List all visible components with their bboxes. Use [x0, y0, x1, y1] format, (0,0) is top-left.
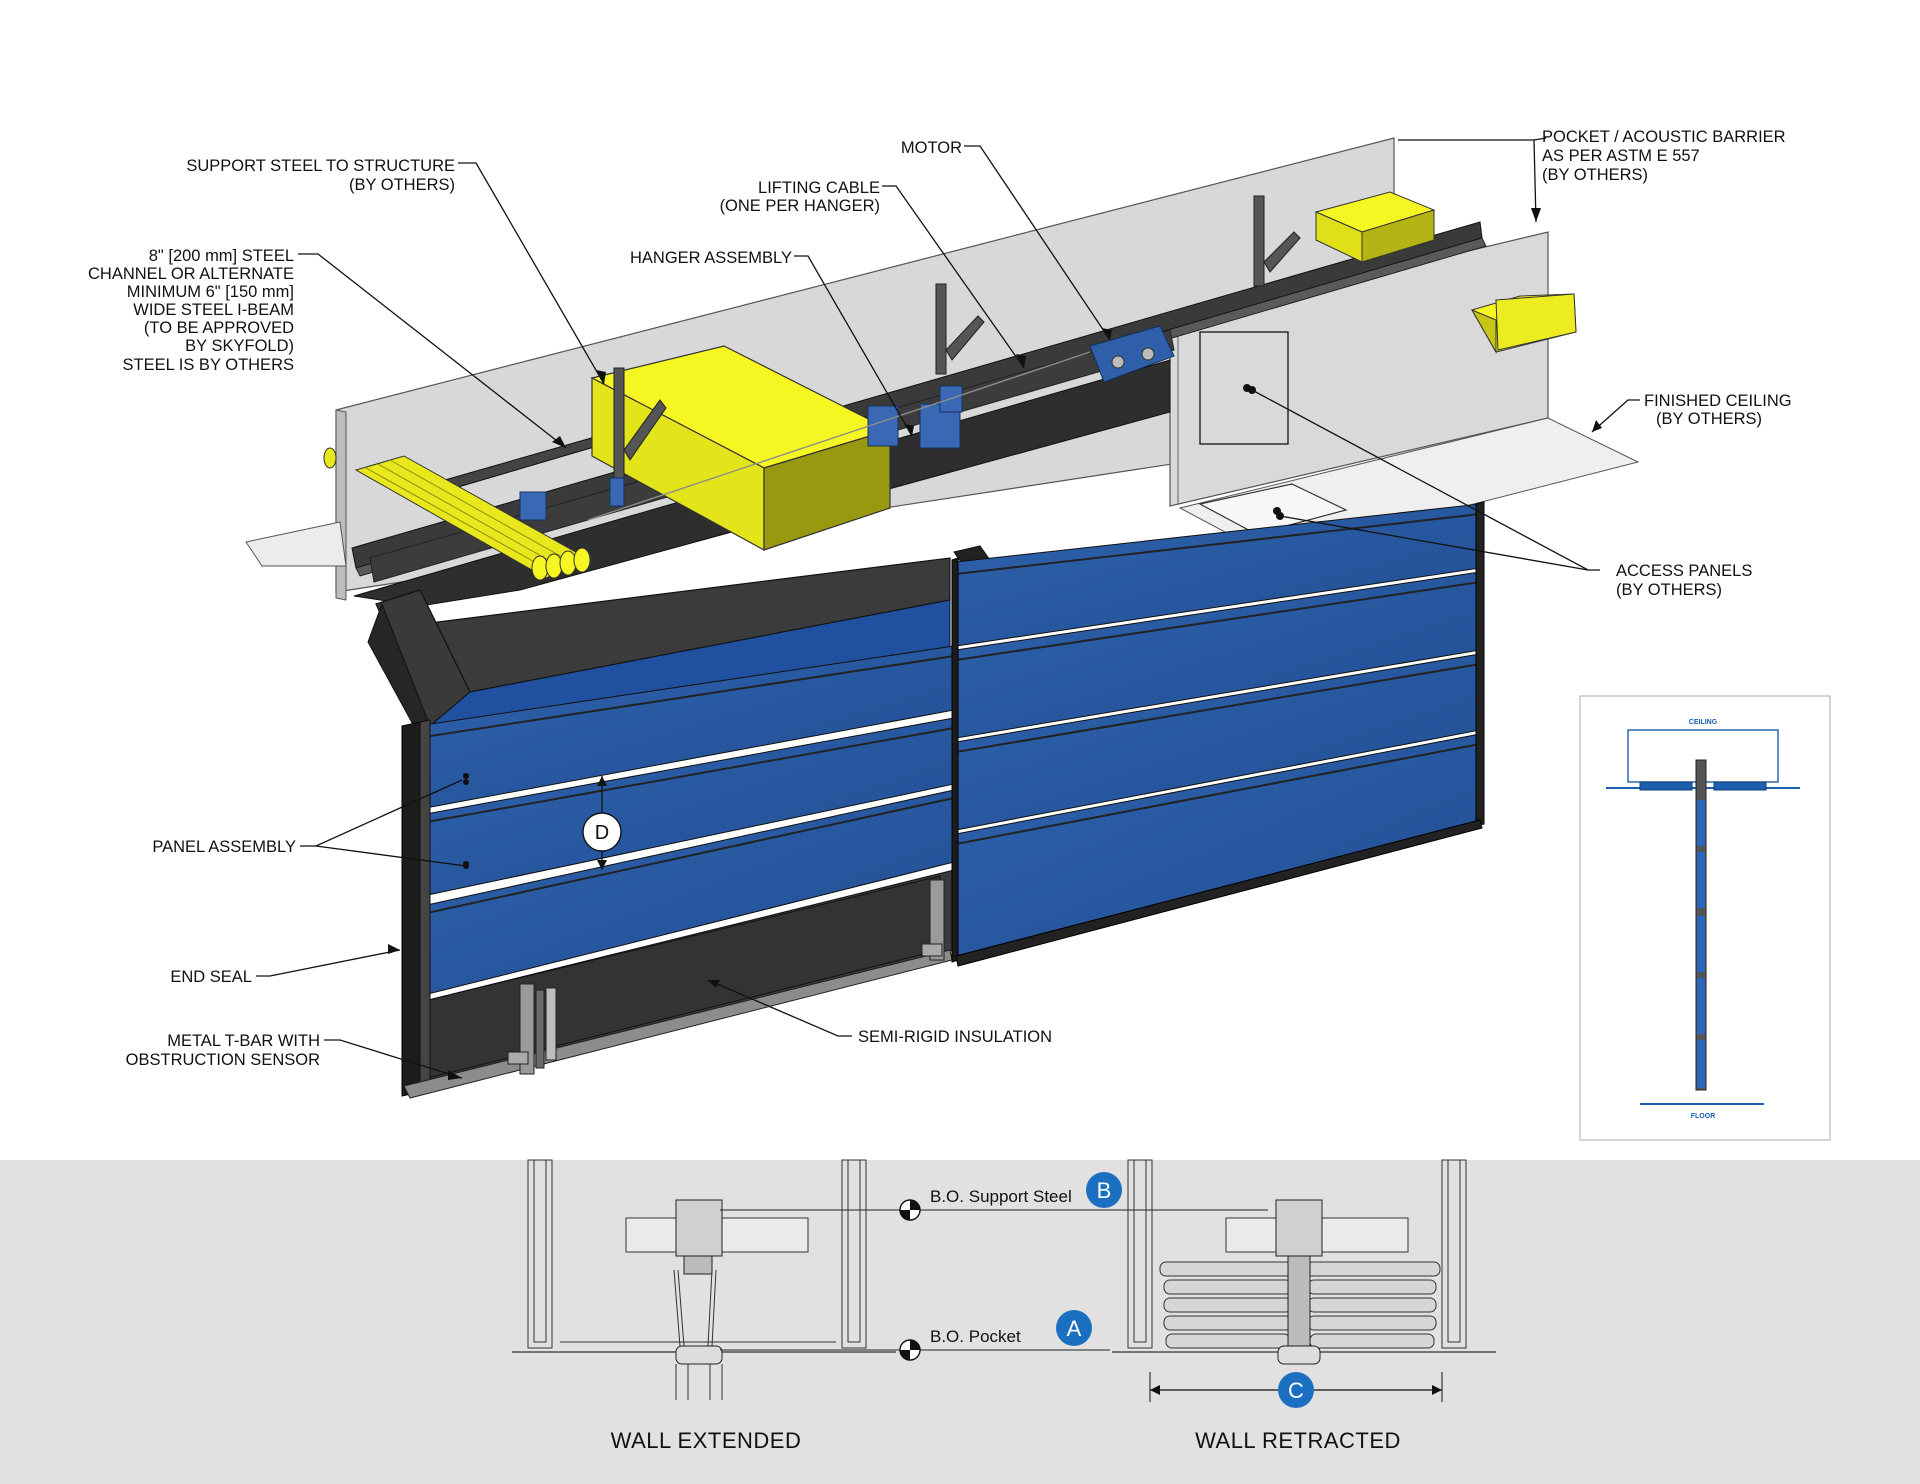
svg-text:CHANNEL OR ALTERNATE: CHANNEL OR ALTERNATE — [88, 265, 294, 283]
level-markers: B.O. Support Steel B.O. Pocket — [720, 1187, 1268, 1361]
callout-insulation: SEMI-RIGID INSULATION — [858, 1028, 1052, 1046]
yellow-duct-large — [590, 345, 892, 552]
callout-end-seal: END SEAL — [170, 968, 252, 986]
svg-text:SUPPORT STEEL TO STRUCTURE: SUPPORT STEEL TO STRUCTURE — [186, 157, 455, 175]
svg-text:ACCESS PANELS: ACCESS PANELS — [1616, 562, 1752, 580]
yellow-pipes — [323, 447, 592, 581]
svg-text:BY SKYFOLD): BY SKYFOLD) — [185, 337, 294, 355]
section-band — [0, 1160, 1920, 1484]
callout-lifting-cable: LIFTING CABLE (ONE PER HANGER) — [720, 179, 880, 215]
svg-text:(ONE PER HANGER): (ONE PER HANGER) — [720, 197, 880, 215]
access-panel-wall — [1199, 331, 1289, 445]
svg-text:(BY OTHERS): (BY OTHERS) — [1542, 166, 1648, 184]
mini-floor-label: FLOOR — [1691, 1113, 1716, 1120]
support-steel-level-icon — [899, 1199, 921, 1221]
caption-wall-retracted: WALL RETRACTED — [1195, 1428, 1401, 1453]
ceiling-slab-left — [245, 521, 347, 567]
badge-c: C — [1278, 1372, 1314, 1408]
lifting-cable-line — [587, 351, 1091, 521]
svg-text:SEMI-RIGID INSULATION: SEMI-RIGID INSULATION — [858, 1028, 1052, 1046]
badge-a: A — [1056, 1310, 1092, 1346]
dimension-d-label: D — [595, 822, 609, 844]
pocket-level-label: B.O. Pocket — [930, 1327, 1021, 1346]
svg-text:(BY OTHERS): (BY OTHERS) — [349, 176, 455, 194]
right-panel-wall — [951, 501, 1485, 967]
mini-ceiling-label: CEILING — [1689, 719, 1718, 726]
callout-hanger-assembly: HANGER ASSEMBLY — [630, 249, 792, 267]
svg-text:A: A — [1067, 1316, 1082, 1341]
hanger-assembly-blue — [519, 385, 963, 521]
svg-text:MINIMUM 6" [150 mm]: MINIMUM 6" [150 mm] — [127, 283, 294, 301]
callout-pocket-barrier: POCKET / ACOUSTIC BARRIER AS PER ASTM E … — [1542, 128, 1786, 184]
svg-text:END SEAL: END SEAL — [170, 968, 252, 986]
svg-text:HANGER ASSEMBLY: HANGER ASSEMBLY — [630, 249, 792, 267]
leader-lines — [256, 137, 1640, 1080]
callout-motor: MOTOR — [901, 139, 962, 157]
svg-text:(TO BE APPROVED: (TO BE APPROVED — [144, 319, 294, 337]
callout-steel-channel: 8" [200 mm] STEEL CHANNEL OR ALTERNATE M… — [88, 247, 294, 374]
badge-b: B — [1086, 1172, 1122, 1208]
callout-panel-assembly: PANEL ASSEMBLY — [152, 838, 296, 856]
svg-text:METAL T-BAR WITH: METAL T-BAR WITH — [167, 1032, 320, 1050]
support-steel-posts — [613, 195, 1301, 489]
svg-text:8" [200 mm] STEEL: 8" [200 mm] STEEL — [149, 247, 294, 265]
svg-text:STEEL IS BY OTHERS: STEEL IS BY OTHERS — [123, 356, 294, 374]
t-bar — [403, 879, 953, 1099]
yellow-duct-back — [1314, 191, 1436, 263]
callout-finished-ceiling: FINISHED CEILING (BY OTHERS) — [1644, 392, 1792, 428]
folded-top-panel — [367, 557, 951, 731]
callout-access-panels: ACCESS PANELS (BY OTHERS) — [1616, 562, 1752, 599]
section-wall-retracted — [1112, 1159, 1496, 1402]
svg-text:C: C — [1288, 1378, 1304, 1403]
support-steel-level-label: B.O. Support Steel — [930, 1187, 1072, 1206]
svg-text:(BY OTHERS): (BY OTHERS) — [1656, 410, 1762, 428]
pocket-level-icon — [899, 1339, 921, 1361]
svg-text:WIDE STEEL I-BEAM: WIDE STEEL I-BEAM — [133, 301, 294, 319]
dimension-d: D — [582, 776, 622, 870]
svg-text:(BY OTHERS): (BY OTHERS) — [1616, 581, 1722, 599]
mini-section-diagram: CEILING FLOOR — [1579, 695, 1831, 1141]
svg-text:LIFTING CABLE: LIFTING CABLE — [758, 179, 880, 197]
svg-text:PANEL ASSEMBLY: PANEL ASSEMBLY — [152, 838, 296, 856]
callout-support-steel: SUPPORT STEEL TO STRUCTURE (BY OTHERS) — [186, 157, 455, 194]
section-wall-extended — [512, 1159, 896, 1400]
svg-text:FINISHED CEILING: FINISHED CEILING — [1644, 392, 1792, 410]
svg-text:OBSTRUCTION SENSOR: OBSTRUCTION SENSOR — [126, 1051, 320, 1069]
svg-text:MOTOR: MOTOR — [901, 139, 962, 157]
svg-text:B: B — [1097, 1178, 1112, 1203]
svg-text:AS PER ASTM E 557: AS PER ASTM E 557 — [1542, 147, 1700, 165]
caption-wall-extended: WALL EXTENDED — [611, 1428, 802, 1453]
access-panel-ceiling — [1198, 483, 1348, 535]
motor-unit — [1089, 325, 1175, 383]
yellow-duct-side — [1470, 293, 1577, 354]
svg-text:POCKET / ACOUSTIC BARRIER: POCKET / ACOUSTIC BARRIER — [1542, 128, 1786, 146]
callout-t-bar: METAL T-BAR WITH OBSTRUCTION SENSOR — [126, 1032, 320, 1069]
